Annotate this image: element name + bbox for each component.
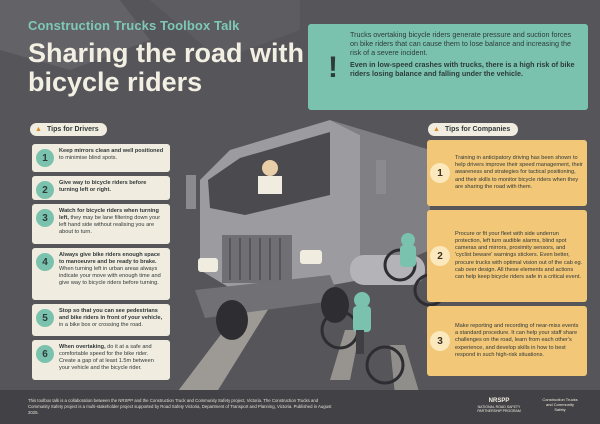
exclamation-icon: ! — [328, 50, 338, 84]
cyclist-back — [383, 233, 447, 307]
company-tip: 1 Training in anticipatory driving has b… — [427, 140, 587, 206]
alert-box: ! Trucks overtaking bicycle riders gener… — [308, 24, 588, 110]
tip-rest: do it at a safe and comfortable speed fo… — [59, 344, 154, 372]
driver-tip: 5 Stop so that you can see pedestrians a… — [32, 304, 170, 336]
tip-text: Procure or fit your fleet with side unde… — [455, 231, 583, 280]
tips-for-drivers-label: ▲ Tips for Drivers — [30, 123, 107, 136]
driver-tip: 1 Keep mirrors clean and well positioned… — [32, 144, 170, 172]
tip-number: 2 — [430, 246, 450, 266]
truck — [186, 120, 430, 340]
tip-bold: Watch for bicycle riders when turning le… — [59, 208, 159, 222]
tips-for-companies-label: ▲ Tips for Companies — [428, 123, 519, 136]
footer: This toolbox talk is a collaboration bet… — [0, 390, 600, 424]
tip-text: Stop so that you can see pedestrians and… — [59, 308, 166, 329]
driver-tip: 4 Always give bike riders enough space t… — [32, 248, 170, 300]
driver-tip: 6 When overtaking, do it at a safe and c… — [32, 340, 170, 380]
alert-text: Trucks overtaking bicycle riders generat… — [350, 30, 580, 104]
header: Construction Trucks Toolbox Talk Sharing… — [28, 18, 308, 97]
company-tips-list: 1 Training in anticipatory driving has b… — [427, 140, 587, 380]
kicker: Construction Trucks Toolbox Talk — [28, 18, 240, 33]
driver-tips-list: 1 Keep mirrors clean and well positioned… — [32, 144, 170, 384]
tip-number: 1 — [430, 163, 450, 183]
nrspp-logo-text: NRSPP — [488, 398, 510, 404]
tip-bold: Always give bike riders enough space to … — [59, 252, 161, 266]
nrspp-logo-subtext: NATIONAL ROAD SAFETY PARTNERSHIP PROGRAM — [477, 405, 521, 413]
tip-text: Make reporting and recording of near-mis… — [455, 323, 579, 358]
tip-number: 3 — [36, 209, 54, 227]
tip-text: Watch for bicycle riders when turning le… — [59, 208, 166, 236]
nrspp-logo: NRSPP NATIONAL ROAD SAFETY PARTNERSHIP P… — [468, 397, 530, 417]
drivers-label-text: Tips for Drivers — [47, 126, 99, 133]
tip-rest: in a bike box or crossing the road. — [59, 322, 143, 329]
tip-number: 4 — [36, 253, 54, 271]
company-tip: 3 Make reporting and recording of near-m… — [427, 306, 587, 376]
tip-bold: Give way to bicycle riders before turnin… — [59, 180, 147, 194]
tip-text: Give way to bicycle riders before turnin… — [59, 180, 166, 194]
tip-bold: Keep mirrors clean and well positioned — [59, 148, 164, 154]
footer-text: This toolbox talk is a collaboration bet… — [28, 398, 332, 415]
cyclist-front — [320, 292, 405, 385]
tip-text: Always give bike riders enough space to … — [59, 252, 166, 287]
alert-para-2: Even in low-speed crashes with trucks, t… — [350, 60, 575, 79]
thumbs-up-icon: ▲ — [35, 126, 42, 133]
tip-number: 3 — [430, 331, 450, 351]
tip-rest: they may be lane filtering down your lef… — [59, 215, 161, 236]
tip-text: When overtaking, do it at a safe and com… — [59, 344, 166, 372]
tip-bold: Stop so that you can see pedestrians and… — [59, 308, 163, 322]
tip-number: 6 — [36, 345, 54, 363]
tip-text: Training in anticipatory driving has bee… — [455, 155, 583, 190]
tip-rest: to minimise blind spots. — [59, 155, 118, 162]
tip-text: Keep mirrors clean and well positioned t… — [59, 148, 166, 162]
tip-rest: When turning left in urban areas always … — [59, 266, 161, 287]
tip-number: 5 — [36, 309, 54, 327]
driver-tip: 2 Give way to bicycle riders before turn… — [32, 176, 170, 200]
thumbs-up-icon: ▲ — [433, 126, 440, 133]
tip-bold: When overtaking, — [59, 344, 106, 350]
tip-number: 1 — [36, 149, 54, 167]
page-title: Sharing the road with bicycle riders — [28, 38, 305, 97]
alert-para-1: Trucks overtaking bicycle riders generat… — [350, 30, 572, 57]
ctcs-logo: Construction Trucks and Community Safety — [542, 397, 578, 412]
driver-tip: 3 Watch for bicycle riders when turning … — [32, 204, 170, 244]
company-tip: 2 Procure or fit your fleet with side un… — [427, 210, 587, 302]
tip-number: 2 — [36, 181, 54, 199]
companies-label-text: Tips for Companies — [445, 126, 511, 133]
